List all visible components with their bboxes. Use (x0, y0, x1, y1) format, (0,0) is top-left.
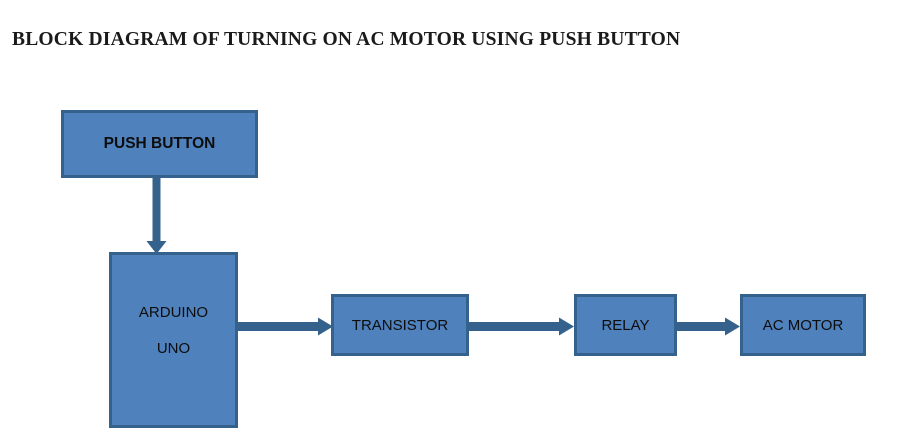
page-title: BLOCK DIAGRAM OF TURNING ON AC MOTOR USI… (12, 29, 681, 50)
arrow-transistor-to-relay (468, 317, 574, 336)
block-relay-label: RELAY (601, 317, 650, 334)
block-push-button-label: PUSH BUTTON (103, 134, 216, 152)
block-transistor[interactable]: TRANSISTOR (331, 294, 469, 356)
arrow-relay-to-ac-motor (676, 317, 740, 336)
block-arduino-uno[interactable]: ARDUINO UNO (109, 252, 238, 428)
block-relay[interactable]: RELAY (574, 294, 677, 356)
arrow-arduino-to-transistor (238, 317, 333, 336)
arrow-push-button-to-arduino (146, 176, 167, 254)
block-transistor-label: TRANSISTOR (351, 317, 449, 334)
block-ac-motor[interactable]: AC MOTOR (740, 294, 866, 356)
block-arduino-uno-label: ARDUINO UNO (138, 304, 209, 357)
block-push-button[interactable]: PUSH BUTTON (61, 110, 258, 178)
block-ac-motor-label: AC MOTOR (762, 317, 844, 334)
